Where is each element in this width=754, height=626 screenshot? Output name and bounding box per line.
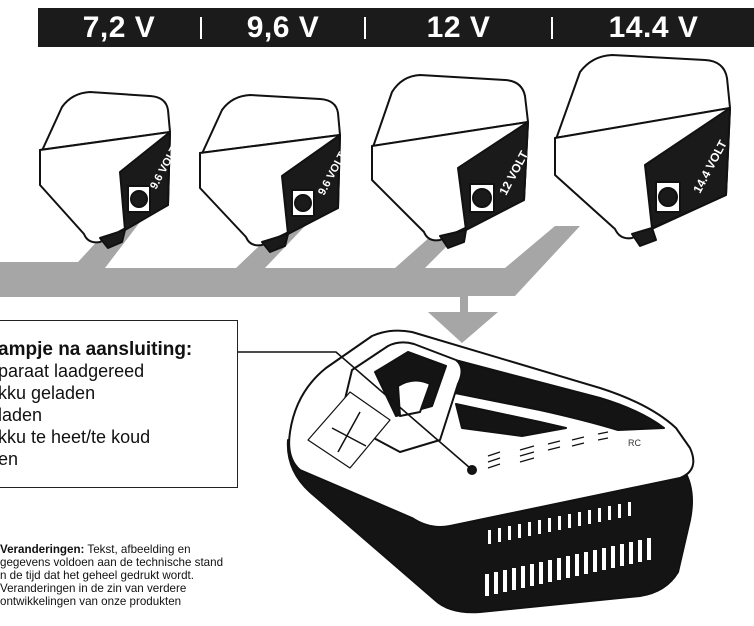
voltage-label-9-6: 9,6 V <box>246 11 320 44</box>
voltage-separator <box>200 17 202 39</box>
status-line-1: paraat laadgereed <box>0 361 145 381</box>
status-line-3: laden <box>0 405 43 425</box>
note-bold-label: Veranderingen: <box>0 543 85 556</box>
battery-pack-9-6v <box>199 94 341 253</box>
battery-pack-14-4v <box>554 54 731 247</box>
note-line-2: gegevens voldoen aan de technische stand <box>0 556 224 569</box>
connector-arrow <box>0 222 580 343</box>
voltage-label-12: 12 V <box>426 11 491 44</box>
charger-brand-mark: RC <box>628 438 641 448</box>
leader-line <box>238 351 471 469</box>
voltage-separator <box>551 17 553 39</box>
changes-note: Veranderingen: Tekst, afbeelding en gege… <box>0 543 300 608</box>
note-text-1: Tekst, afbeelding en <box>87 543 191 556</box>
status-title: ampje na aansluiting: <box>0 339 193 360</box>
status-line-5: en <box>0 449 19 469</box>
battery-pack-12v <box>371 74 529 249</box>
charger-vents-upper <box>488 502 631 544</box>
voltage-label-7-2: 7,2 V <box>82 11 156 44</box>
status-line-4: kku te heet/te koud <box>0 427 151 447</box>
charger-indicator-marks <box>487 431 609 469</box>
status-line-2: kku geladen <box>0 383 96 403</box>
voltage-separator <box>364 17 366 39</box>
status-box: ampje na aansluiting: paraat laadgereed … <box>0 320 238 488</box>
battery-pack-7-2v <box>39 91 171 249</box>
charger <box>286 329 695 614</box>
voltage-bar: 7,2 V 9,6 V 12 V 14.4 V <box>38 8 754 47</box>
note-line-4: Veranderingen in de zin van verdere <box>0 582 187 595</box>
note-line-1: Veranderingen: Tekst, afbeelding en <box>0 543 300 556</box>
voltage-label-14-4: 14.4 V <box>608 11 699 44</box>
note-line-5: ontwikkelingen van onze produkten <box>0 595 182 608</box>
charger-vents <box>485 538 651 596</box>
note-line-3: n de tijd dat het geheel gedrukt wordt. <box>0 569 195 582</box>
